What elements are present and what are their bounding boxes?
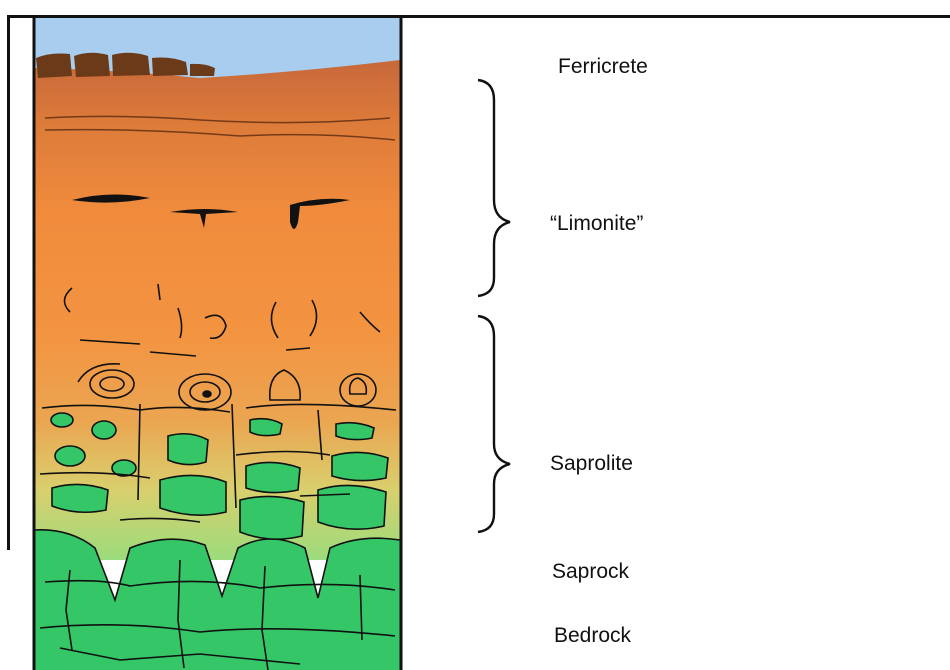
label-limonite: “Limonite” bbox=[550, 212, 643, 236]
label-saprolite: Saprolite bbox=[550, 452, 633, 476]
brace-saprolite bbox=[478, 316, 510, 532]
label-bedrock: Bedrock bbox=[554, 624, 631, 648]
label-saprock: Saprock bbox=[552, 560, 629, 584]
brace-limonite bbox=[478, 80, 510, 296]
label-ferricrete: Ferricrete bbox=[558, 55, 648, 79]
